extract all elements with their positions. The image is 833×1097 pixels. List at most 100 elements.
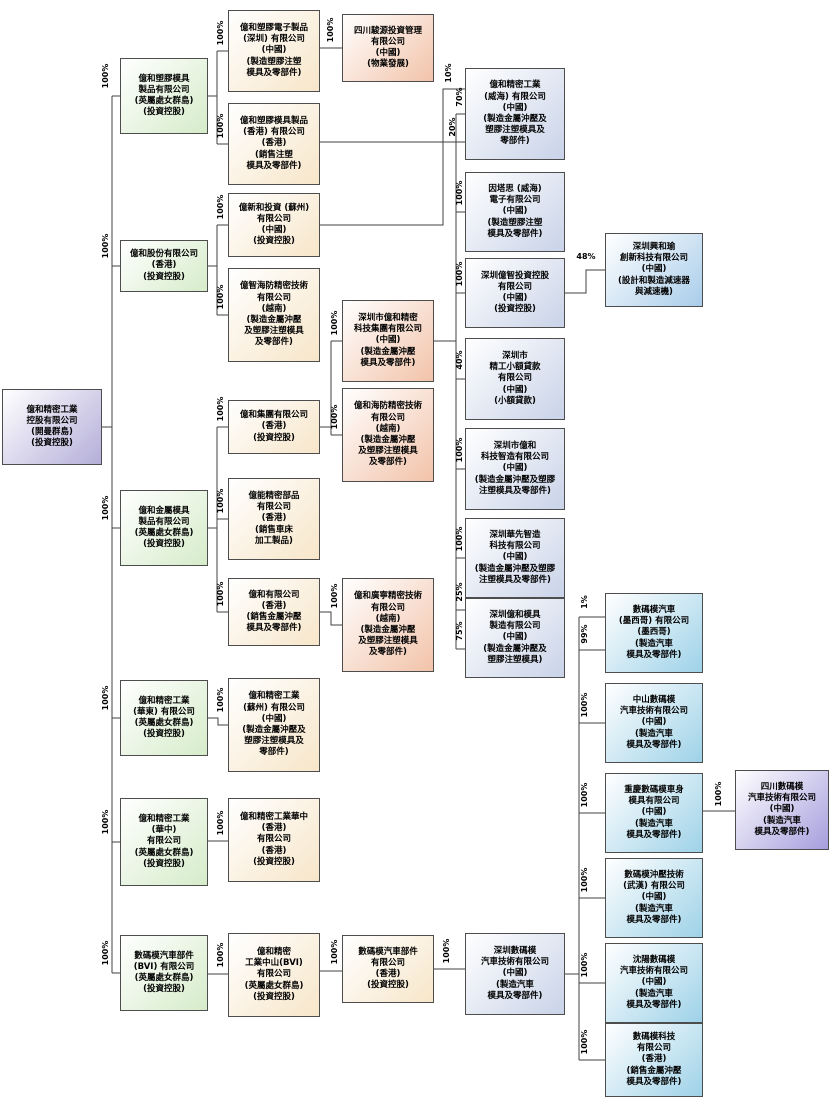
company-name-line: (銷售車床 (255, 524, 293, 535)
company-node-yineng-precision: 億能精密部品有限公司(香港)(銷售車床加工製品) (228, 478, 320, 560)
ownership-percentage-label: 100% (580, 692, 589, 718)
company-name-line: (中國) (502, 293, 528, 303)
ownership-percentage-label: 100% (216, 942, 225, 968)
company-name-line: (製造金屬沖壓及 (242, 725, 306, 735)
company-name-line: 有限公司 (256, 969, 291, 980)
company-name-line: (越南) (375, 613, 401, 624)
company-name-line: (墨西哥) 有限公司 (618, 616, 690, 627)
company-name-line: 億能精密部品 (248, 490, 300, 501)
company-name-line: 模具及零部件) (626, 829, 682, 840)
company-name-line: 電子有限公司 (489, 195, 541, 206)
company-name-line: 模具及零部件) (360, 357, 416, 368)
company-name-line: (香港) (261, 138, 287, 149)
company-name-line: (投資控股) (367, 980, 409, 991)
company-name-line: (中國) (641, 892, 667, 903)
company-name-line: (製造金屬沖壓 (360, 435, 416, 445)
company-name-line: 有限公司 (256, 213, 291, 224)
company-name-line: 有限公司 (256, 834, 291, 845)
company-name-line: 模具及零部件) (487, 228, 543, 239)
company-name-line: (中國) (375, 48, 401, 58)
company-name-line: 億新和投資 (蘇州) (238, 202, 310, 213)
company-name-line: 深圳億和模具 (489, 609, 541, 620)
company-node-sichuan-smt: 四川數碼模汽車技術有限公司(中國)(製造汽車模具及零部件) (735, 770, 829, 850)
company-name-line: (開曼群島) (31, 427, 73, 437)
ownership-percentage-label: 100% (455, 180, 464, 206)
company-name-line: 億和海防精密技術 (353, 401, 422, 412)
ownership-percentage-label: 100% (101, 233, 110, 259)
company-node-tech-zhizao: 深圳市億和科技智造有限公司(中國)(製造金屬沖壓及塑膠注塑模具及零部件) (465, 428, 565, 510)
company-name-line: (製造汽車 (635, 728, 673, 739)
ownership-percentage-label: 100% (216, 396, 225, 422)
company-name-line: (製造汽車 (635, 818, 673, 829)
company-name-line: (銷售注塑 (255, 149, 293, 160)
company-name-line: 控股有限公司 (26, 415, 78, 426)
ownership-percentage-label: 100% (442, 938, 451, 964)
company-name-line: (BVI) 有限公司 (133, 961, 195, 972)
company-name-line: 及塑膠注塑模具 (244, 326, 304, 337)
ownership-percentage-label: 100% (455, 261, 464, 287)
company-name-line: 注塑模具及零部件) (479, 485, 551, 496)
ownership-percentage-label: 100% (101, 940, 110, 966)
company-node-yizhi-invest: 深圳億智投資控股有限公司(中國)(投資控股) (465, 258, 565, 328)
company-name-line: (中國) (502, 968, 528, 979)
company-name-line: 億和塑膠電子製品 (239, 22, 308, 33)
company-name-line: 製品有限公司 (138, 516, 190, 527)
ownership-connector (565, 269, 605, 294)
company-name-line: 億和精密工業 (26, 404, 78, 415)
ownership-percentage-label: 100% (580, 952, 589, 978)
company-node-sz-tech-group: 深圳市億和精密科技集團有限公司(中國)(製造金屬沖壓模具及零部件) (342, 300, 434, 382)
company-node-plastic-mould-hk: 億和塑膠模具製品(香港) 有限公司(香港)(銷售注塑模具及零部件) (228, 103, 320, 185)
ownership-percentage-label: 99% (580, 624, 589, 644)
company-name-line: (製造塑膠注塑 (487, 217, 543, 228)
company-node-precision-huadong: 億和精密工業(華東) 有限公司(英屬處女群島)(投資控股) (120, 680, 208, 756)
ownership-percentage-label: 100% (216, 488, 225, 514)
company-name-line: (製造汽車 (635, 988, 673, 999)
company-name-line: 深圳市 (502, 350, 528, 361)
company-name-line: 億和廣寧精密技術 (353, 591, 422, 602)
company-name-line: 模具及零部件) (487, 990, 543, 1001)
company-name-line: 億智海防精密技術 (239, 281, 308, 292)
company-name-line: (投資控股) (31, 438, 73, 449)
company-name-line: (越南) (375, 423, 401, 434)
ownership-percentage-label: 100% (455, 437, 464, 463)
company-name-line: (中國) (261, 225, 287, 235)
ownership-percentage-label: 100% (101, 495, 110, 521)
company-node-plastic-elec-shenzhen: 億和塑膠電子製品(深圳) 有限公司(中國)(製造塑膠注塑模具及零部件) (228, 10, 320, 92)
company-name-line: 深圳億智投資控股 (480, 270, 549, 281)
company-node-zhongshan-bvi: 億和精密工業中山(BVI)有限公司(英屬處女群島)(投資控股) (228, 933, 320, 1017)
company-name-line: 深圳興和瑜 (632, 241, 676, 252)
company-name-line: (小額貸款) (494, 395, 536, 406)
company-name-line: 深圳華先智造 (489, 529, 541, 540)
company-name-line: 注塑模具及零部件) (479, 574, 551, 585)
company-name-line: 模具及零部件) (626, 914, 682, 925)
company-name-line: 科技有限公司 (489, 541, 541, 552)
company-node-yihe-haiphong: 億和海防精密技術有限公司(越南)(製造金屬沖壓及塑膠注塑模具及零部件) (342, 388, 434, 482)
company-name-line: 中山數碼模 (632, 694, 676, 705)
company-node-guangning: 億和廣寧精密技術有限公司(越南)(製造金屬沖壓及塑膠注塑模具及零部件) (342, 578, 434, 672)
company-name-line: (製造金屬沖壓及 (483, 114, 547, 124)
company-name-line: 製造有限公司 (489, 621, 541, 632)
company-name-line: 深圳市億和 (493, 440, 537, 451)
company-name-line: (投資控股) (143, 271, 185, 282)
ownership-percentage-label: 100% (101, 809, 110, 835)
company-name-line: 汽車技術有限公司 (747, 793, 816, 804)
company-name-line: (中國) (502, 632, 528, 643)
company-node-smt-mexico: 數碼模汽車(墨西哥) 有限公司(墨西哥)(製造汽車模具及零部件) (605, 593, 703, 673)
company-name-line: 汽車技術有限公司 (619, 706, 688, 717)
ownership-connector (320, 88, 465, 226)
ownership-percentage-label: 100% (216, 687, 225, 713)
ownership-connector (320, 611, 342, 626)
company-name-line: 有限公司 (256, 502, 291, 513)
company-name-line: (中國) (769, 804, 795, 815)
ownership-percentage-label: 100% (216, 810, 225, 836)
company-node-plastic-mould-bvi: 億和塑膠模具製品有限公司(英屬處女群島)(投資控股) (120, 58, 208, 134)
company-name-line: 億和精密工業 (138, 813, 190, 824)
ownership-percentage-label: 100% (326, 17, 335, 43)
company-node-xingheyu: 深圳興和瑜創新科技有限公司(中國)(設計和製造減速器與減速機) (605, 233, 703, 307)
company-name-line: 有限公司 (636, 1043, 671, 1054)
company-name-line: (製造汽車 (635, 638, 673, 649)
company-node-smt-auto-hk: 數碼模汽車部件有限公司(香港)(投資控股) (342, 935, 434, 1003)
ownership-percentage-label: 100% (216, 194, 225, 220)
company-name-line: 數碼模科技 (632, 1031, 676, 1042)
